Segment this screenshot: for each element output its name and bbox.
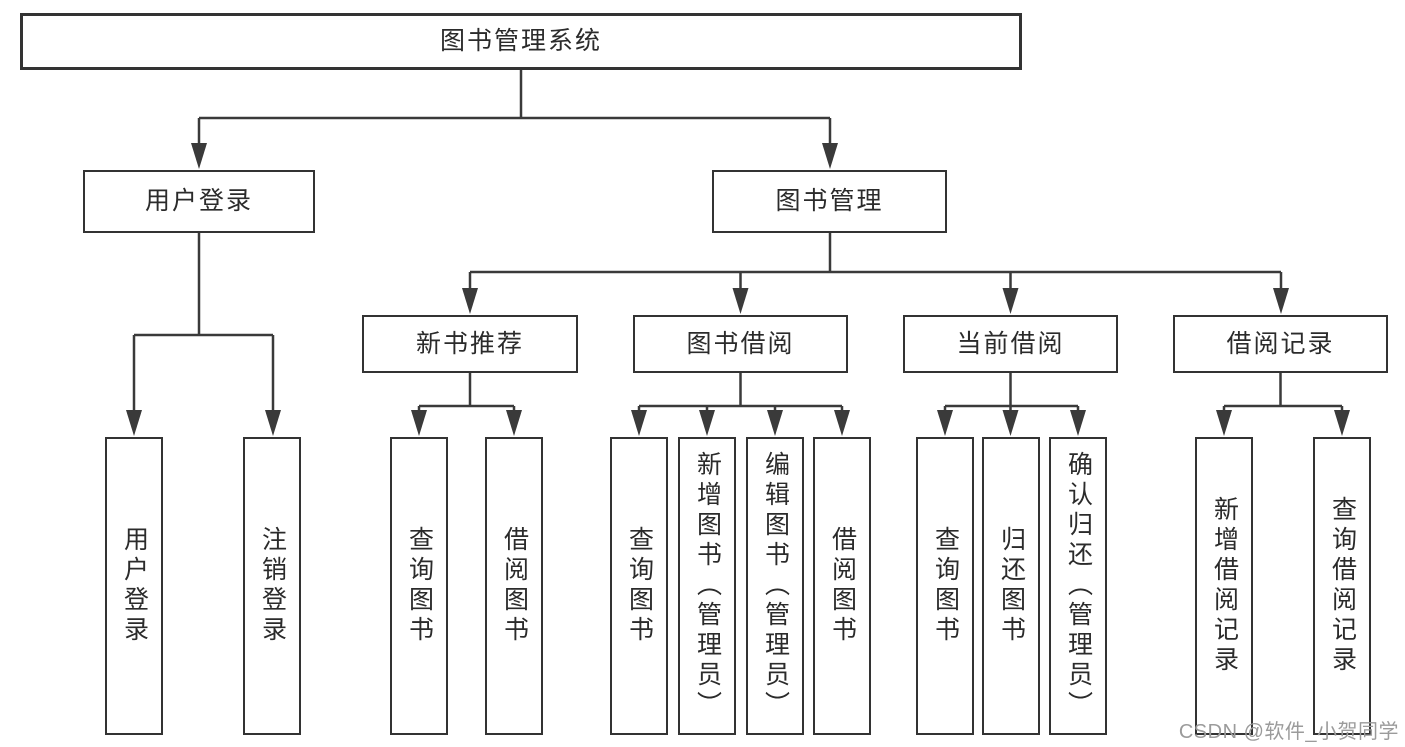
leaf-label: 编辑图书（管理员）: [761, 451, 790, 721]
node-label: 借阅记录: [1226, 329, 1335, 358]
leaf-add-books-admin: 新增图书（管理员）: [678, 437, 736, 735]
leaf-logout: 注销登录: [243, 437, 301, 735]
node-label: 当前借阅: [956, 329, 1065, 358]
leaf-label: 确认归还（管理员）: [1064, 451, 1093, 721]
leaf-label: 用户登录: [120, 526, 149, 646]
node-label: 新书推荐: [415, 329, 524, 358]
leaf-confirm-return-admin: 确认归还（管理员）: [1049, 437, 1107, 735]
node-label: 图书管理系统: [439, 27, 602, 55]
leaf-edit-books-admin: 编辑图书（管理员）: [746, 437, 804, 735]
node-book-borrow: 图书借阅: [633, 315, 848, 373]
leaf-label: 新增借阅记录: [1210, 496, 1239, 676]
node-user-login: 用户登录: [83, 170, 315, 233]
node-label: 用户登录: [144, 187, 253, 215]
arrowheads: [126, 143, 1350, 436]
leaf-label: 借阅图书: [500, 526, 529, 646]
leaf-borrow-books-recommend: 借阅图书: [485, 437, 543, 735]
leaf-label: 借阅图书: [828, 526, 857, 646]
node-book-management: 图书管理: [712, 170, 947, 233]
leaf-label: 查询图书: [931, 526, 960, 646]
leaf-label: 新增图书（管理员）: [693, 451, 722, 721]
leaf-label: 注销登录: [258, 526, 287, 646]
node-library-management-system: 图书管理系统: [20, 13, 1022, 70]
leaf-return-books: 归还图书: [982, 437, 1040, 735]
leaf-label: 查询图书: [625, 526, 654, 646]
leaf-user-login: 用户登录: [105, 437, 163, 735]
leaf-query-books-current: 查询图书: [916, 437, 974, 735]
node-new-book-recommend: 新书推荐: [362, 315, 578, 373]
leaf-query-borrow-record: 查询借阅记录: [1313, 437, 1371, 735]
leaf-add-borrow-record: 新增借阅记录: [1195, 437, 1253, 735]
leaf-query-books-recommend: 查询图书: [390, 437, 448, 735]
node-current-borrow: 当前借阅: [903, 315, 1118, 373]
node-label: 图书管理: [775, 187, 884, 215]
leaf-label: 查询图书: [405, 526, 434, 646]
csdn-watermark: CSDN @软件_小贺同学: [1178, 721, 1399, 743]
node-borrow-records: 借阅记录: [1173, 315, 1388, 373]
leaf-label: 查询借阅记录: [1328, 496, 1357, 676]
leaf-borrow-books: 借阅图书: [813, 437, 871, 735]
leaf-label: 归还图书: [997, 526, 1026, 646]
node-label: 图书借阅: [686, 329, 795, 358]
leaf-query-books-borrow: 查询图书: [610, 437, 668, 735]
